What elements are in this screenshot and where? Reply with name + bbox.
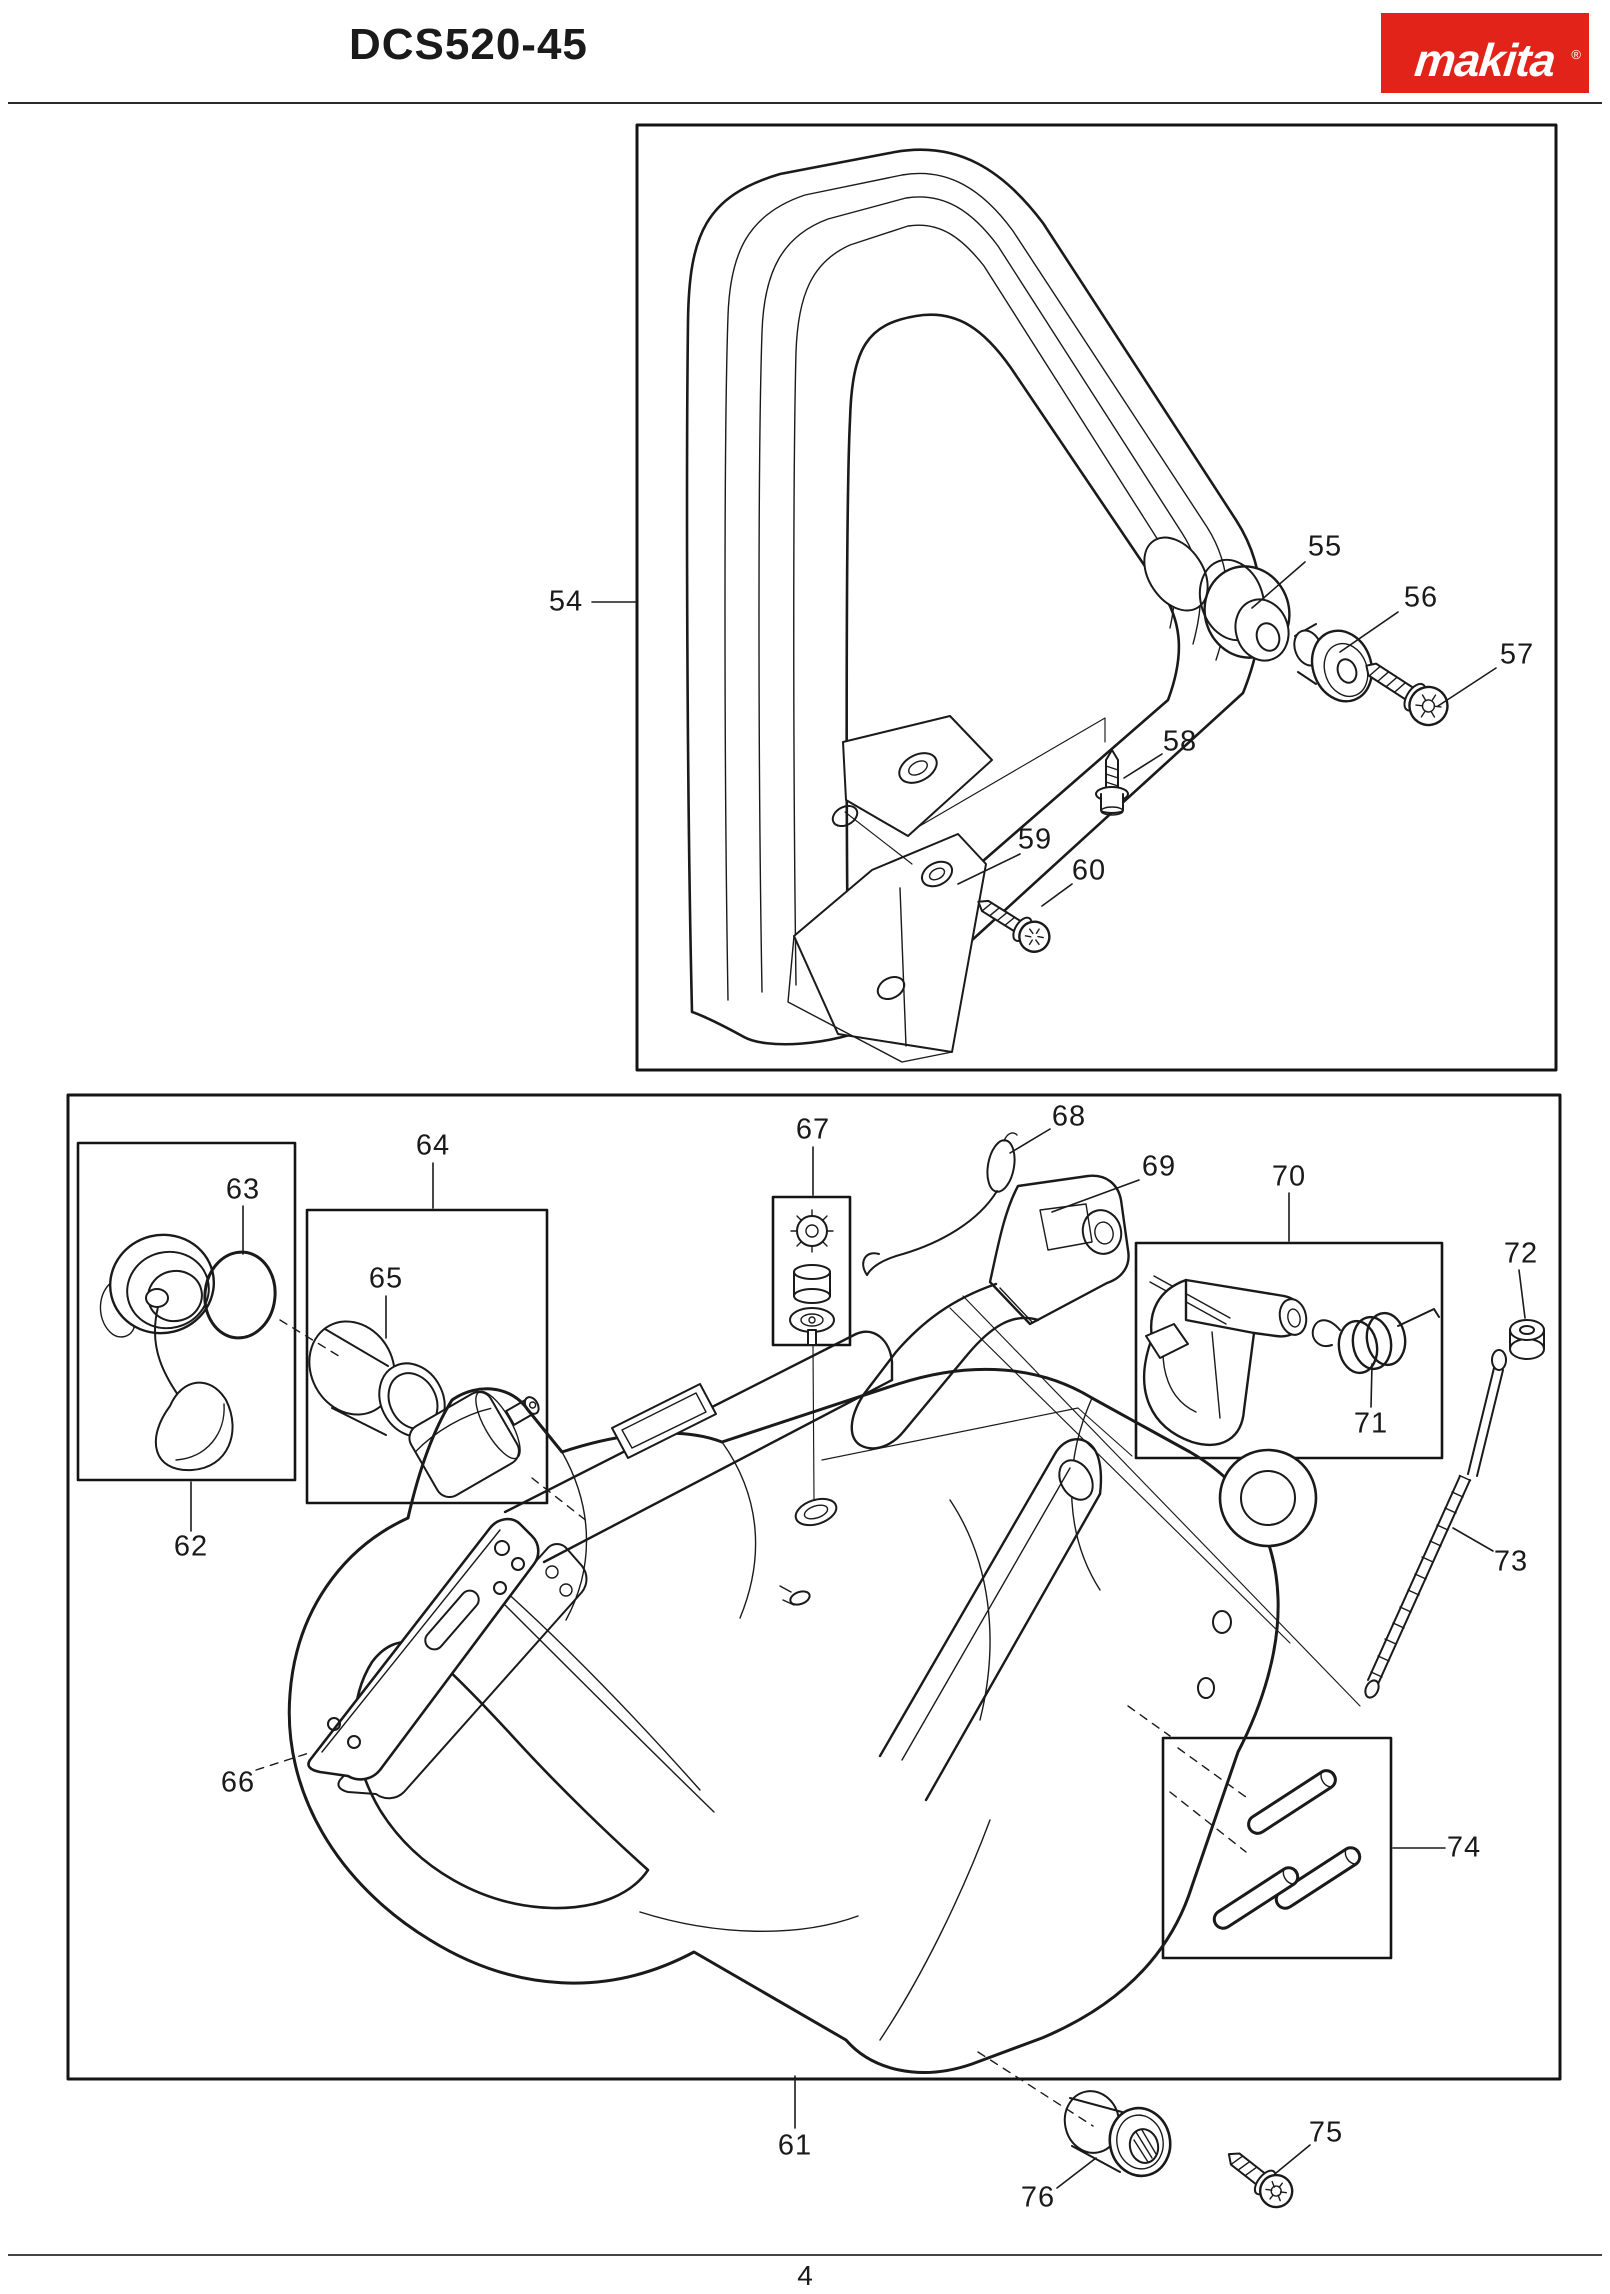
part-label-55: 55: [1307, 530, 1343, 563]
bottom-diagram-frame: [66, 1093, 1562, 2081]
part-label-58: 58: [1162, 725, 1198, 758]
part-label-68: 68: [1051, 1100, 1087, 1133]
part-label-71: 71: [1353, 1407, 1389, 1440]
part-label-75: 75: [1308, 2116, 1344, 2149]
part-71-spring: [1311, 1308, 1440, 1375]
part-69-trigger-housing: [850, 1174, 1130, 1450]
part-56-bushing-washer: [1293, 623, 1374, 703]
part-label-76: 76: [1020, 2181, 1056, 2214]
part-72-grommet: [1509, 1319, 1545, 1360]
part-label-64: 64: [415, 1129, 451, 1162]
part-55-damper-grommet: [1198, 558, 1291, 662]
part-73-throttle-rod: [1364, 1349, 1507, 1699]
part-label-54: 54: [548, 585, 584, 618]
part-label-65: 65: [368, 1262, 404, 1295]
part-76-bushing: [1063, 2090, 1172, 2178]
top-leader-lines: [591, 561, 1497, 907]
part-label-56: 56: [1403, 581, 1439, 614]
part-75-screw: [1227, 2152, 1294, 2209]
part-58-screw: [1095, 749, 1129, 816]
part-66-guide-plate: [307, 1517, 588, 1800]
part-57-screw: [1365, 662, 1449, 727]
makita-logo: makita ®: [1381, 13, 1589, 93]
part-label-72: 72: [1503, 1237, 1539, 1270]
part-67-tank-vent: [789, 1209, 835, 1346]
part-label-70: 70: [1271, 1160, 1307, 1193]
part-68-throttle-link-wire: [862, 1132, 1018, 1276]
part-61-fuel-tank-rear-handle: [287, 1330, 1318, 2074]
inset-frame-74: [1161, 1736, 1393, 1960]
part-label-69: 69: [1141, 1150, 1177, 1183]
part-62-fuel-cap-assembly: [99, 1233, 234, 1472]
part-label-60: 60: [1071, 854, 1107, 887]
inset-frame-62: [76, 1141, 297, 1482]
part-label-66: 66: [220, 1766, 256, 1799]
inset-frame-64: [305, 1208, 549, 1505]
part-63-o-ring: [203, 1250, 277, 1340]
top-diagram-frame: [635, 123, 1558, 1072]
part-74-pins: [1212, 1769, 1362, 1930]
part-label-57: 57: [1499, 638, 1535, 671]
part-60-screw: [977, 899, 1051, 953]
part-label-74: 74: [1446, 1831, 1482, 1864]
footer-divider: [8, 2254, 1602, 2256]
part-label-61: 61: [777, 2129, 813, 2162]
part-label-59: 59: [1017, 823, 1053, 856]
header-divider: [8, 102, 1602, 104]
part-label-62: 62: [173, 1530, 209, 1563]
part-64-fuel-filter: [408, 1390, 540, 1499]
part-70-lockout-lever: [1142, 1275, 1308, 1447]
page-number: 4: [797, 2260, 813, 2291]
part-label-67: 67: [795, 1113, 831, 1146]
bottom-leader-lines: [190, 1128, 1526, 2189]
part-59-bracket-plate: [787, 833, 987, 1063]
registered-trademark-icon: ®: [1571, 47, 1581, 62]
part-54-front-handle: [685, 148, 1263, 1046]
page-title: DCS520-45: [349, 20, 588, 69]
part-label-73: 73: [1493, 1545, 1529, 1578]
part-label-63: 63: [225, 1173, 261, 1206]
